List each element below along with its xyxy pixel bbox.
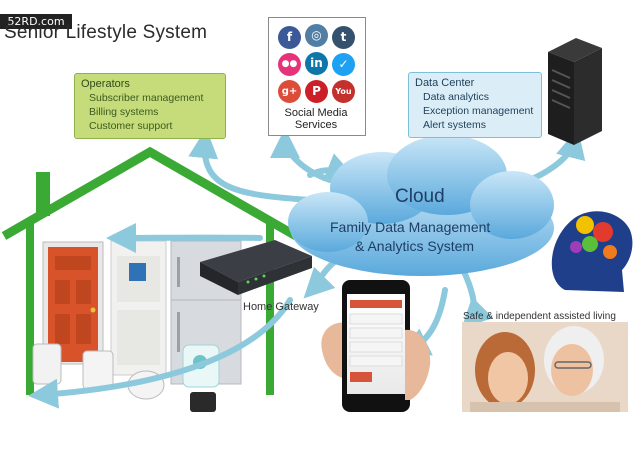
home-gateway-label: Home Gateway: [243, 301, 319, 313]
instagram-icon: ◎: [305, 24, 328, 47]
page-title: Senior Lifestyle System: [4, 22, 208, 43]
assisted-living-label: Safe & independent assisted living: [463, 311, 616, 322]
social-media-label-line1: Social Media: [284, 107, 348, 119]
facebook-icon: f: [278, 26, 301, 49]
front-door: [42, 241, 104, 365]
social-media-label: Social Media Services: [268, 107, 364, 131]
operators-item: Subscriber management: [89, 92, 204, 104]
cloud-subtitle-line1: Family Data Management: [330, 219, 491, 235]
operators-heading: Operators: [81, 78, 130, 90]
linkedin-icon: in: [305, 52, 328, 75]
smartphone: [321, 280, 431, 412]
home-gateway-device: [200, 240, 312, 295]
data-center-item: Alert systems: [423, 119, 487, 131]
bathroom-door: [110, 240, 167, 376]
social-media-label-line2: Services: [294, 119, 338, 131]
cloud-subtitle-line2: & Analytics System: [355, 238, 475, 254]
operators-item: Customer support: [89, 120, 173, 132]
data-center-panel: Data Center Data analytics Exception man…: [408, 72, 542, 138]
tumblr-icon: t: [332, 26, 355, 49]
pinterest-icon: P: [305, 80, 328, 103]
cloud-title: Cloud: [395, 186, 445, 207]
google-plus-icon: g+: [278, 80, 301, 103]
data-center-heading: Data Center: [415, 77, 475, 89]
flickr-icon: ●●: [278, 53, 301, 76]
twitter-icon: ✓: [332, 53, 355, 76]
server-tower: [548, 38, 602, 145]
cloud-shape: [288, 135, 554, 276]
brain-gears-graphic: [551, 211, 633, 292]
data-center-item: Exception management: [423, 105, 534, 117]
youtube-icon: You: [332, 80, 355, 103]
operators-panel: Operators Subscriber management Billing …: [74, 73, 226, 139]
assisted-living-photo: [462, 322, 628, 412]
data-center-item: Data analytics: [423, 91, 489, 103]
social-media-panel: f ◎ t ●● in ✓ g+ P You: [268, 17, 366, 136]
operators-item: Billing systems: [89, 106, 159, 118]
watermark: 52RD.com: [0, 14, 72, 29]
